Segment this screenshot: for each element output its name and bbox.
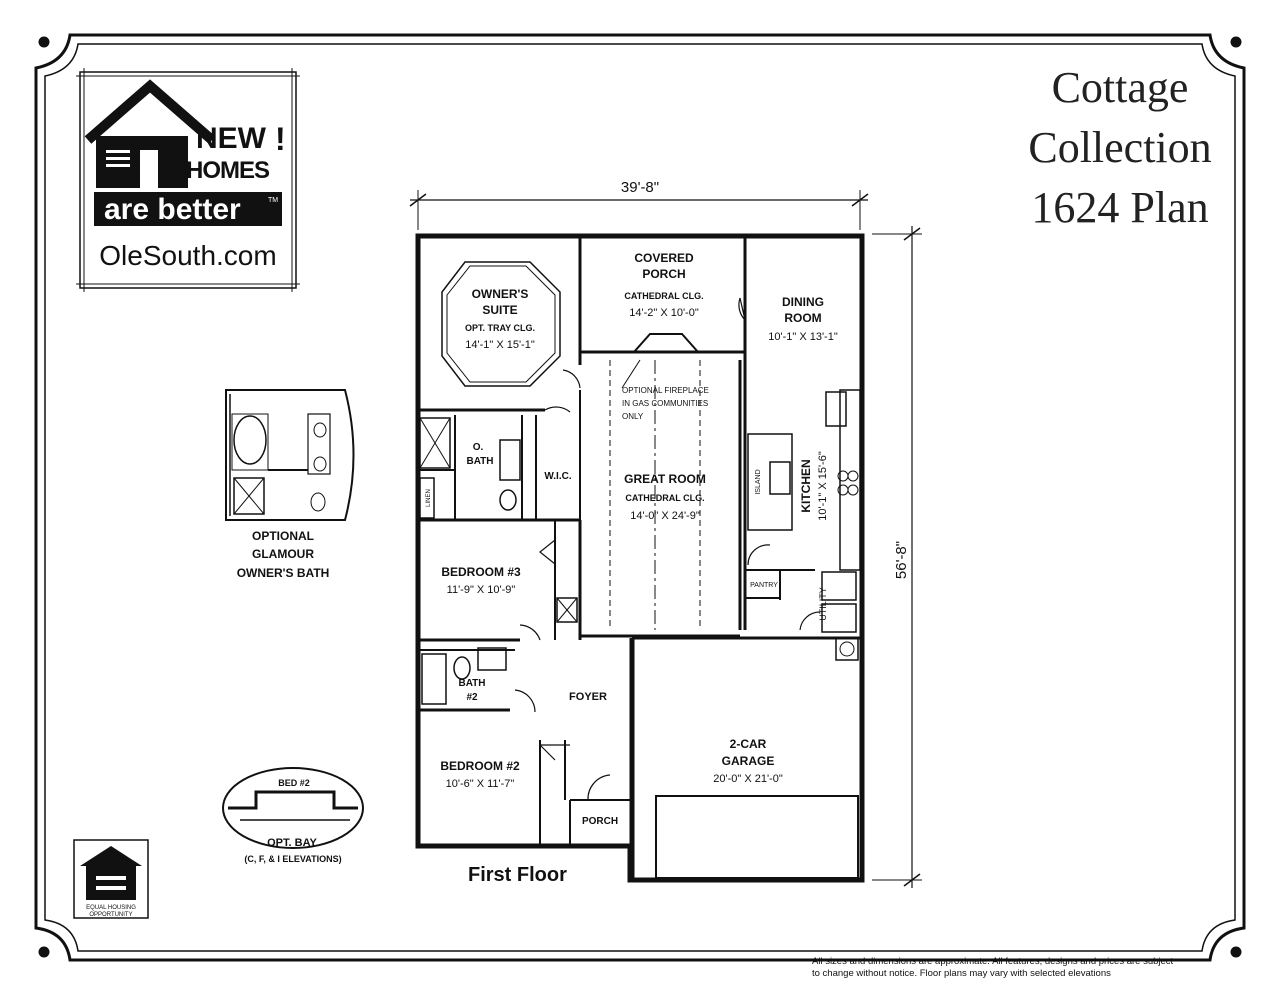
kitchen-label: KITCHEN (799, 459, 813, 512)
depth-dimension-label: 56'-8" (893, 541, 910, 579)
fireplace-note-3: ONLY (622, 412, 644, 421)
bay-label-1: OPT. BAY (267, 837, 317, 849)
foyer-label: FOYER (569, 691, 607, 703)
covered-porch-label-1: COVERED (634, 251, 694, 265)
pantry-label: PANTRY (750, 582, 778, 589)
logo-tm: TM (268, 197, 278, 204)
decorative-border (34, 33, 1246, 962)
bedroom3-size: 11'-9" X 10'-9" (447, 584, 516, 596)
fireplace-note-1: OPTIONAL FIREPLACE (622, 386, 709, 395)
bay-label-2: (C, F, & I ELEVATIONS) (244, 854, 341, 864)
bedroom3-label: BEDROOM #3 (441, 565, 521, 579)
covered-porch-size: 14'-2" X 10'-0" (629, 307, 699, 319)
wic-label: W.I.C. (544, 471, 571, 482)
covered-porch-label-2: PORCH (642, 267, 685, 281)
utility-label: UTILITY (818, 587, 828, 621)
owners-suite-note: OPT. TRAY CLG. (465, 323, 535, 333)
title-line-3: 1624 Plan (1031, 183, 1209, 232)
logo-exclaim: ! (275, 121, 286, 157)
owner-bath-label-1: O. (473, 442, 484, 453)
glamour-bath-label-1: OPTIONAL (252, 529, 314, 543)
title-line-1: Cottage (1051, 63, 1189, 112)
floor-plan-walls (415, 233, 865, 883)
owners-suite-size: 14'-1" X 15'-1" (465, 339, 535, 351)
disclaimer-line-1: All sizes and dimensions are approximate… (812, 956, 1174, 967)
owner-bath-label-2: BATH (466, 456, 493, 467)
disclaimer: All sizes and dimensions are approximate… (812, 956, 1232, 980)
owners-suite-label-1: OWNER'S (472, 287, 529, 301)
glamour-bath-inset (225, 389, 355, 521)
great-room-label: GREAT ROOM (624, 472, 706, 486)
great-room-note: CATHEDRAL CLG. (625, 493, 704, 503)
dining-room-label-2: ROOM (784, 311, 821, 325)
disclaimer-line-2: to change without notice. Floor plans ma… (812, 968, 1111, 979)
linen-label: LINEN (426, 489, 432, 507)
new-homes-logo: NEW ! HOMES are better TM (76, 68, 300, 292)
equal-housing-line1: EQUAL HOUSING (86, 905, 136, 911)
width-dimension (409, 190, 869, 230)
bath2-label-1: BATH (458, 678, 485, 689)
porch-label: PORCH (582, 816, 618, 827)
width-dimension-label: 39'-8" (621, 179, 659, 196)
owners-suite-label-2: SUITE (482, 303, 517, 317)
fireplace-note-2: IN GAS COMMUNITIES (622, 399, 708, 408)
bedroom2-label: BEDROOM #2 (440, 759, 520, 773)
bedroom2-size: 10'-6" X 11'-7" (446, 778, 515, 790)
glamour-bath-label-2: GLAMOUR (252, 547, 314, 561)
logo-new-text: NEW (196, 122, 267, 155)
covered-porch-note: CATHEDRAL CLG. (624, 291, 703, 301)
floor-label: First Floor (468, 864, 567, 886)
title-line-2: Collection (1028, 123, 1212, 172)
garage-label-2: GARAGE (722, 754, 775, 768)
bath2-label-2: #2 (466, 692, 478, 703)
equal-housing-line2: OPPORTUNITY (89, 912, 132, 918)
great-room-size: 14'-0" X 24'-9" (630, 510, 700, 522)
glamour-bath-label-3: OWNER'S BATH (237, 566, 330, 580)
depth-dimension (872, 226, 922, 888)
garage-size: 20'-0" X 21'-0" (713, 773, 783, 785)
bay-room-label: BED #2 (278, 778, 310, 788)
dining-room-label-1: DINING (782, 295, 824, 309)
island-label: ISLAND (755, 469, 762, 494)
garage-label-1: 2-CAR (730, 737, 767, 751)
logo-homes-text: HOMES (186, 157, 270, 184)
logo-url[interactable]: OleSouth.com (99, 240, 277, 271)
plan-title: Cottage Collection 1624 Plan (1000, 58, 1240, 238)
logo-tagline: are better (104, 193, 241, 226)
dining-room-size: 10'-1" X 13'-1" (768, 331, 838, 343)
optional-bay-inset (222, 767, 364, 849)
kitchen-size: 10'-1" X 15'-6" (817, 451, 829, 521)
equal-housing-icon (73, 839, 149, 919)
house-icon (84, 79, 216, 188)
